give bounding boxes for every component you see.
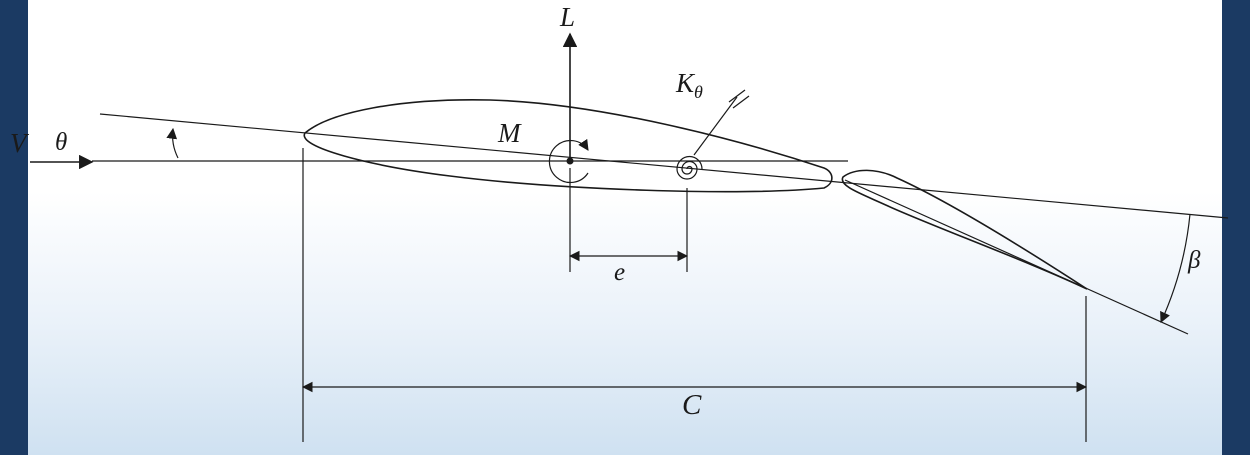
spring-attachment-line [693, 96, 738, 156]
chord-line [99, 113, 1229, 219]
moment-label: M [497, 118, 522, 148]
torsion-spring-icon [676, 155, 703, 180]
pivot-dot [566, 157, 574, 165]
flap [841, 169, 1088, 290]
velocity-label: V [10, 128, 30, 158]
flap-angle-label: β [1187, 247, 1201, 274]
spring-stiffness-label: Kθ [675, 68, 703, 102]
flap-angle-arc [1160, 213, 1191, 323]
spring-ground-tick-2 [732, 95, 750, 109]
chord-label: C [682, 389, 702, 421]
pitch-angle-arrow [166, 127, 179, 159]
lift-label: L [559, 2, 575, 32]
pitch-angle-label: θ [55, 129, 67, 156]
airfoil-body [303, 99, 833, 193]
offset-label: e [614, 259, 625, 286]
moment-arc [548, 138, 589, 184]
spring-ground-tick [728, 89, 746, 103]
flap-chord-line [844, 179, 1189, 335]
left-border-bar [0, 0, 28, 455]
right-border-bar [1222, 0, 1250, 455]
